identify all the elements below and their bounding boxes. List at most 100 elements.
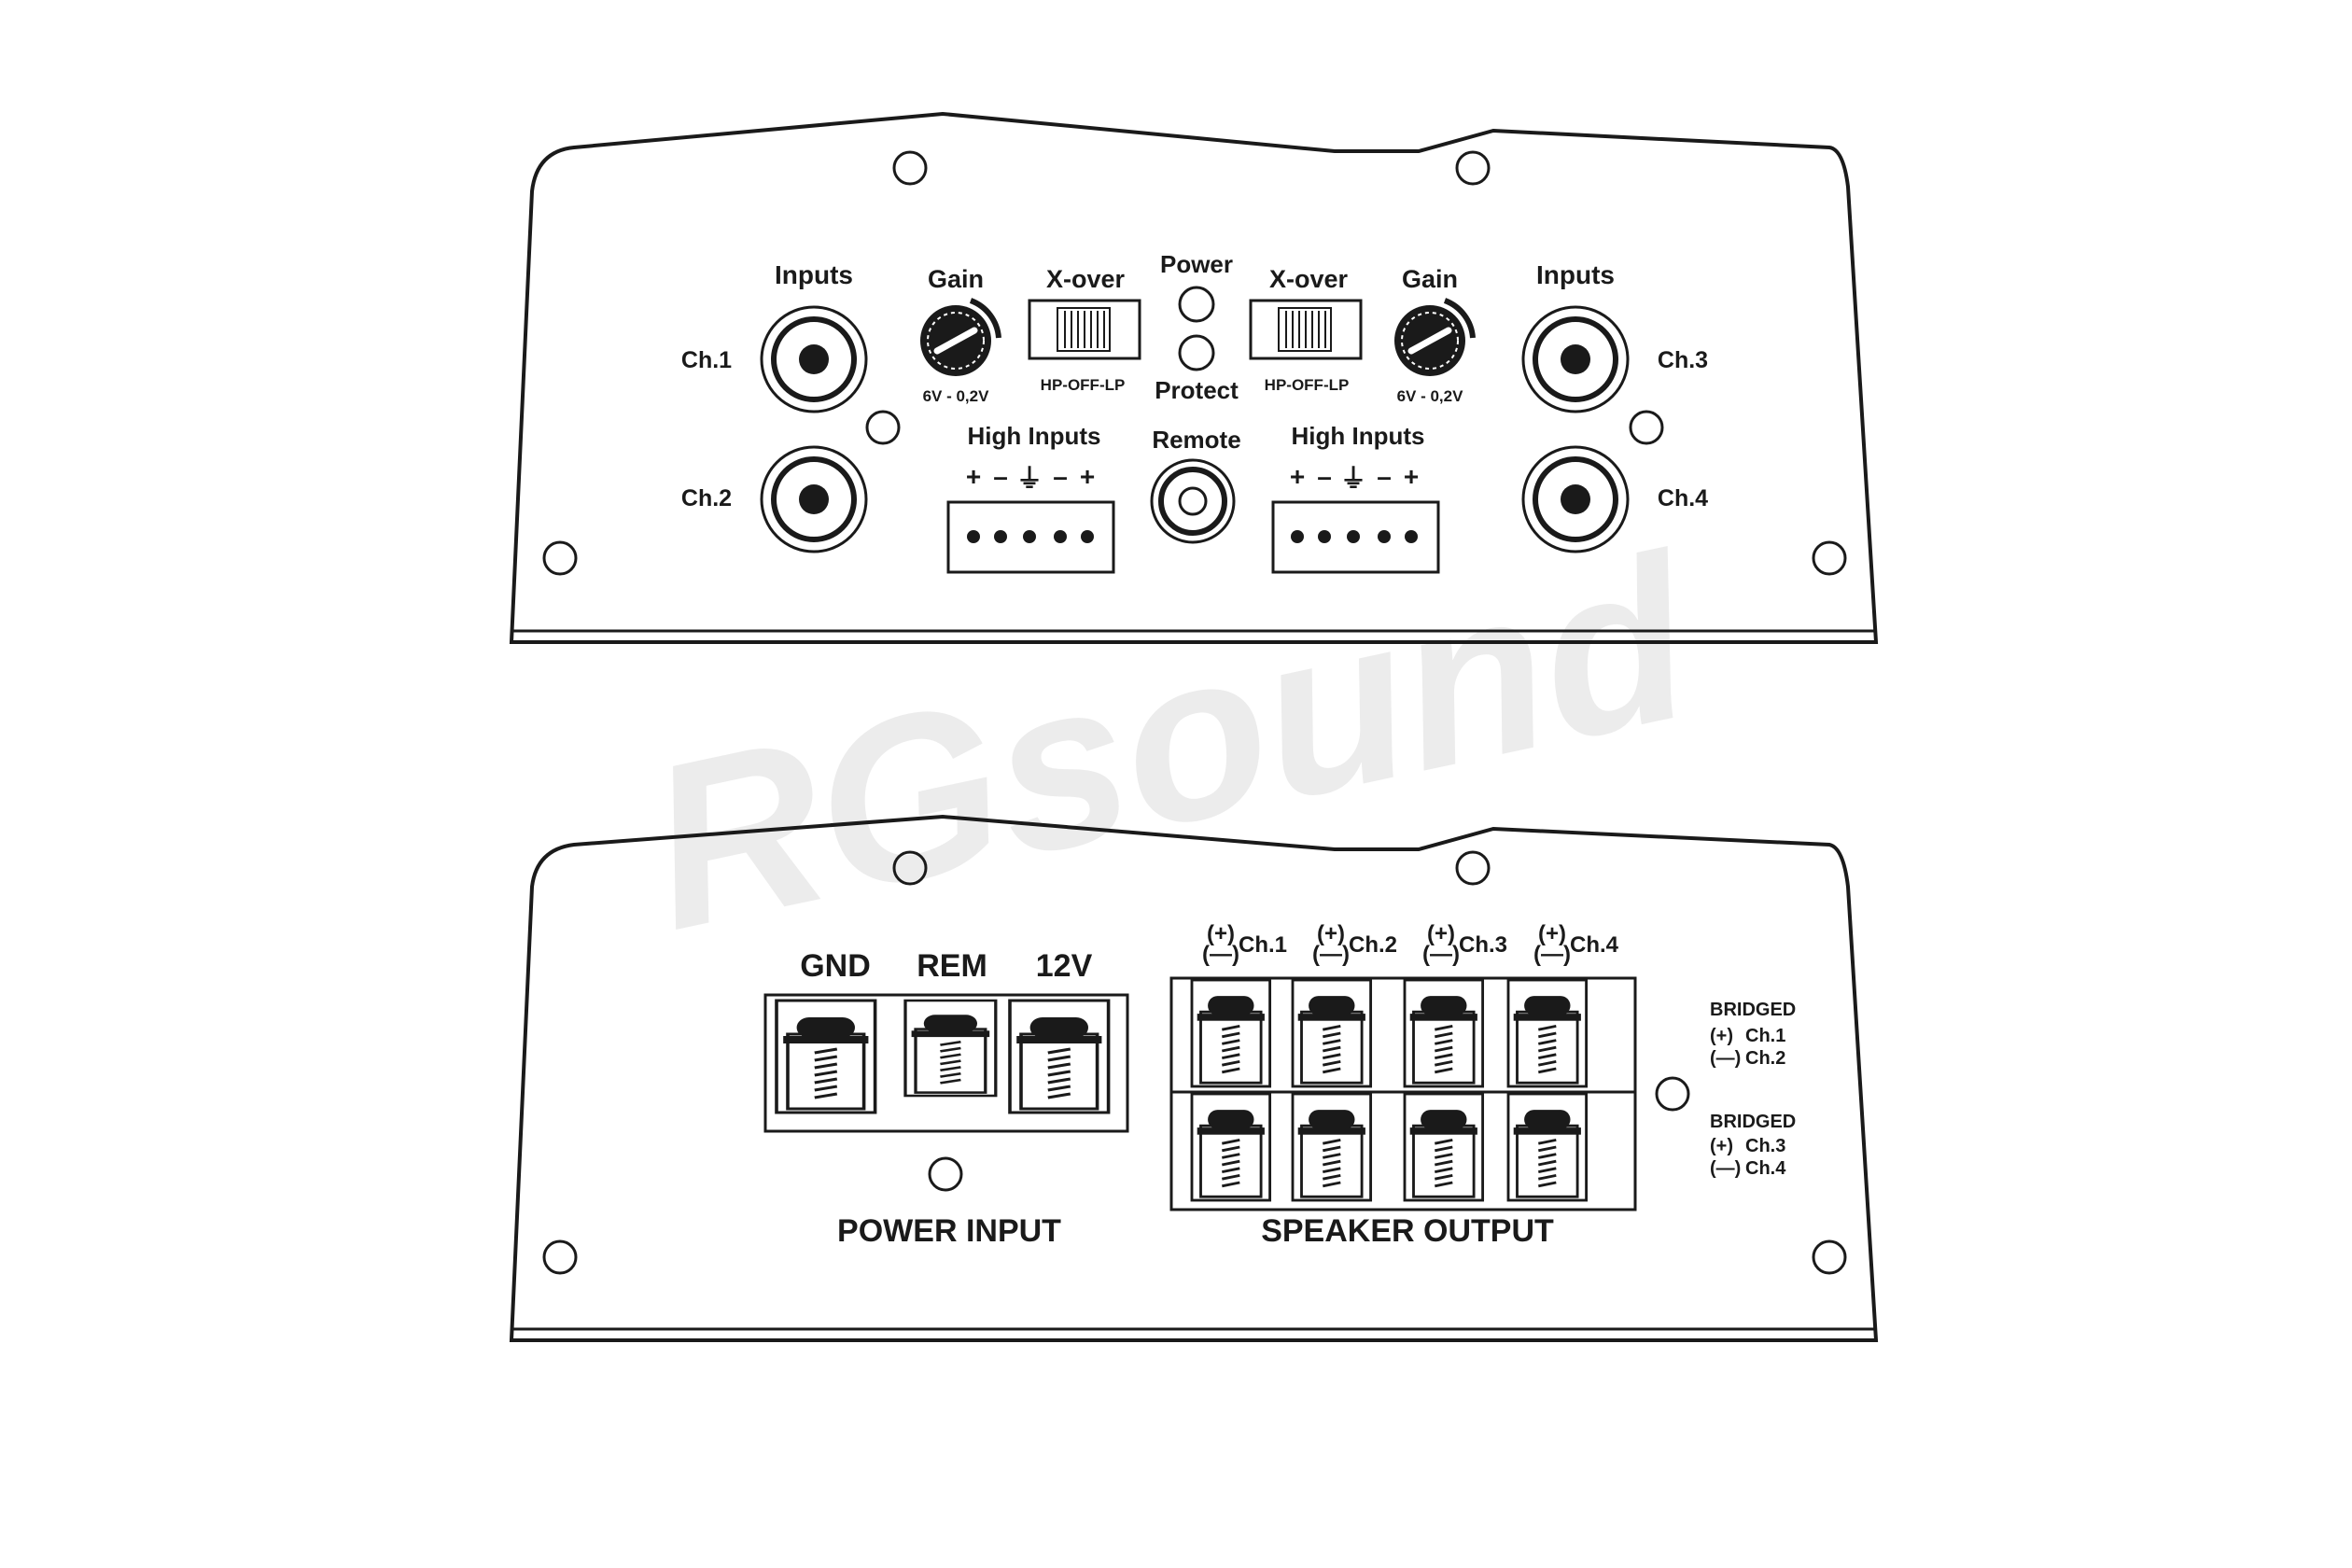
speaker-terminal-ch1-plus[interactable] bbox=[1190, 978, 1272, 1088]
speaker-terminal-ch2-minus[interactable] bbox=[1506, 978, 1589, 1088]
12v-label: 12V bbox=[1036, 948, 1093, 984]
svg-text:(—): (—) bbox=[1312, 942, 1350, 967]
gain-knob-right[interactable] bbox=[1394, 298, 1476, 376]
svg-text:Ch.1: Ch.1 bbox=[1239, 932, 1287, 958]
remote-label: Remote bbox=[1152, 426, 1240, 454]
top-panel: Inputs Ch.1 Ch.2 Inputs Ch.3 Ch.4 Gain 6… bbox=[509, 111, 1879, 644]
speaker-terminal-ch4-minus[interactable] bbox=[1506, 1092, 1589, 1202]
mount-hole bbox=[1812, 1239, 1847, 1275]
svg-text:+: + bbox=[1404, 462, 1419, 491]
svg-text:–: – bbox=[1317, 462, 1332, 491]
mount-hole bbox=[542, 540, 578, 576]
rem-label: REM bbox=[917, 948, 987, 984]
svg-text:Ch.4: Ch.4 bbox=[1745, 1158, 1786, 1179]
xover-switch-left[interactable] bbox=[1028, 299, 1141, 360]
mount-hole bbox=[1655, 1076, 1690, 1112]
svg-text:Ch.1: Ch.1 bbox=[1745, 1026, 1785, 1046]
svg-text:–: – bbox=[1053, 462, 1068, 491]
svg-text:–: – bbox=[993, 462, 1008, 491]
speaker-output-label: SPEAKER OUTPUT bbox=[1261, 1213, 1554, 1249]
ch4-label: Ch.4 bbox=[1658, 485, 1708, 511]
gnd-label: GND bbox=[800, 948, 871, 984]
svg-text:(+): (+) bbox=[1317, 921, 1345, 946]
speaker-channel-labels: (+) (—) Ch.1 (+) (—) Ch.2 (+) (—) Ch.3 (… bbox=[1202, 921, 1619, 967]
svg-text:(—): (—) bbox=[1202, 942, 1239, 967]
speaker-terminal-ch3-minus[interactable] bbox=[1291, 1092, 1373, 1202]
svg-text:⏚: ⏚ bbox=[1340, 464, 1366, 493]
rca-input-ch2[interactable] bbox=[762, 447, 866, 552]
xover-modes-left: HP-OFF-LP bbox=[1041, 376, 1126, 394]
bridged-note-1: BRIDGED (+) Ch.1 (—) Ch.2 bbox=[1710, 1000, 1796, 1069]
gain-range-right: 6V - 0,2V bbox=[1397, 387, 1464, 405]
xover-switch-right[interactable] bbox=[1249, 299, 1363, 360]
remote-jack[interactable] bbox=[1150, 458, 1236, 544]
inputs-label-left: Inputs bbox=[775, 260, 853, 289]
svg-text:(+): (+) bbox=[1710, 1026, 1733, 1046]
svg-text:+: + bbox=[1290, 462, 1305, 491]
svg-text:(+): (+) bbox=[1710, 1136, 1733, 1156]
ch3-label: Ch.3 bbox=[1658, 347, 1708, 373]
xover-modes-right: HP-OFF-LP bbox=[1265, 376, 1350, 394]
svg-text:Ch.3: Ch.3 bbox=[1459, 932, 1507, 958]
high-inputs-connector-right[interactable] bbox=[1271, 500, 1440, 574]
svg-text:(—): (—) bbox=[1710, 1158, 1741, 1179]
svg-text:(+): (+) bbox=[1538, 921, 1566, 946]
gain-label-left: Gain bbox=[928, 265, 984, 293]
gnd-terminal[interactable] bbox=[775, 999, 877, 1114]
high-inputs-pin-labels-right: + – ⏚ – + bbox=[1290, 462, 1419, 493]
gain-knob-left[interactable] bbox=[920, 298, 1001, 376]
xover-label-left: X-over bbox=[1046, 265, 1126, 293]
mount-hole bbox=[865, 410, 901, 445]
svg-text:Ch.2: Ch.2 bbox=[1745, 1048, 1785, 1069]
bridged-note-2: BRIDGED (+) Ch.3 (—) Ch.4 bbox=[1710, 1112, 1796, 1179]
svg-text:(—): (—) bbox=[1422, 942, 1460, 967]
inputs-label-right: Inputs bbox=[1536, 260, 1615, 289]
svg-text:(+): (+) bbox=[1427, 921, 1455, 946]
bottom-panel: GND REM 12V POWER INPUT (+) (—) Ch.1 (+)… bbox=[509, 814, 1879, 1342]
mount-hole bbox=[1629, 410, 1664, 445]
high-inputs-label-right: High Inputs bbox=[1292, 422, 1425, 450]
power-input-label: POWER INPUT bbox=[837, 1213, 1061, 1249]
mount-hole bbox=[1812, 540, 1847, 576]
power-led-label: Power bbox=[1160, 250, 1233, 278]
speaker-terminal-ch2-plus[interactable] bbox=[1403, 978, 1485, 1088]
svg-text:Ch.3: Ch.3 bbox=[1745, 1136, 1785, 1156]
gain-label-right: Gain bbox=[1402, 265, 1458, 293]
12v-terminal[interactable] bbox=[1008, 999, 1111, 1114]
ch2-label: Ch.2 bbox=[681, 485, 732, 511]
svg-text:–: – bbox=[1377, 462, 1392, 491]
rca-input-ch3[interactable] bbox=[1523, 307, 1628, 412]
rca-input-ch1[interactable] bbox=[762, 307, 866, 412]
mount-hole bbox=[892, 150, 928, 186]
svg-text:Ch.4: Ch.4 bbox=[1570, 932, 1619, 958]
high-inputs-label-left: High Inputs bbox=[968, 422, 1101, 450]
svg-text:BRIDGED: BRIDGED bbox=[1710, 1112, 1796, 1132]
svg-text:(—): (—) bbox=[1710, 1048, 1741, 1069]
speaker-terminal-ch3-plus[interactable] bbox=[1190, 1092, 1272, 1202]
protect-led-label: Protect bbox=[1155, 376, 1239, 404]
mount-hole bbox=[928, 1156, 963, 1192]
high-inputs-pin-labels-left: + – ⏚ – + bbox=[966, 462, 1095, 493]
protect-led bbox=[1178, 334, 1215, 371]
ch1-label: Ch.1 bbox=[681, 347, 732, 373]
top-panel-outline bbox=[509, 111, 1879, 644]
xover-label-right: X-over bbox=[1269, 265, 1349, 293]
bottom-panel-outline bbox=[509, 814, 1879, 1342]
rem-terminal[interactable] bbox=[903, 999, 998, 1098]
speaker-terminal-ch1-minus[interactable] bbox=[1291, 978, 1373, 1088]
svg-text:Ch.2: Ch.2 bbox=[1349, 932, 1397, 958]
mount-hole bbox=[542, 1239, 578, 1275]
power-led bbox=[1178, 286, 1215, 323]
mount-hole bbox=[1455, 150, 1491, 186]
svg-text:(+): (+) bbox=[1207, 921, 1235, 946]
svg-text:+: + bbox=[966, 462, 981, 491]
high-inputs-connector-left[interactable] bbox=[946, 500, 1115, 574]
mount-hole bbox=[1455, 850, 1491, 886]
watermark-logo: RGsound bbox=[628, 505, 1714, 979]
speaker-terminal-ch4-plus[interactable] bbox=[1403, 1092, 1485, 1202]
svg-text:(—): (—) bbox=[1533, 942, 1571, 967]
svg-text:BRIDGED: BRIDGED bbox=[1710, 1000, 1796, 1020]
svg-text:+: + bbox=[1080, 462, 1095, 491]
gain-range-left: 6V - 0,2V bbox=[923, 387, 990, 405]
